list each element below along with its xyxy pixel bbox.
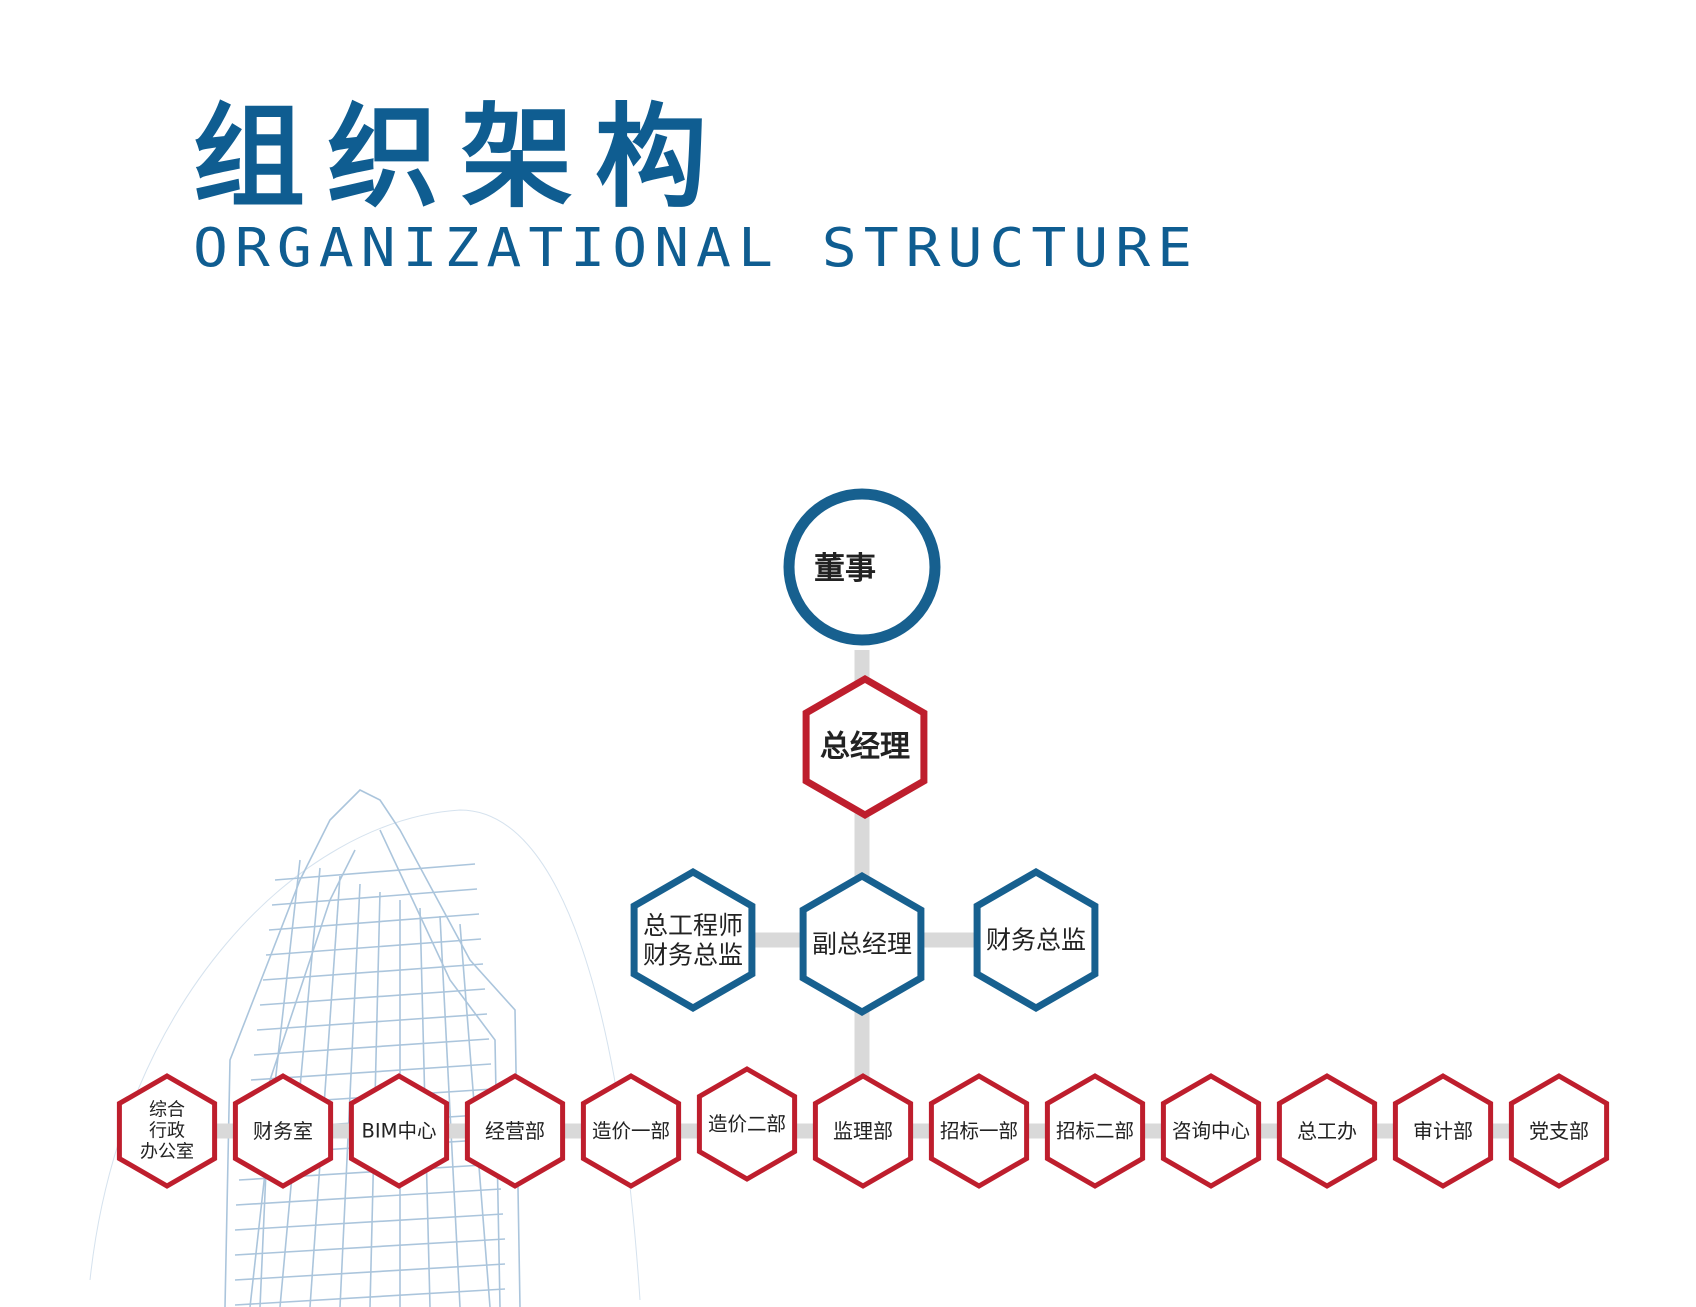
org-node-chairman-label: 董事: [814, 551, 876, 587]
org-node-department: 审计部: [1392, 1073, 1494, 1189]
org-node-department: 招标一部: [928, 1073, 1030, 1189]
org-node-department-hexagon-shape: [116, 1073, 218, 1189]
org-node-department-label: 招标二部: [1056, 1120, 1134, 1143]
org-node-department-hexagon-shape: [1276, 1073, 1378, 1189]
org-node-finance-director-hexagon-shape: [973, 867, 1099, 1013]
org-node-department-label: 监理部: [833, 1119, 893, 1143]
org-node-department-hexagon-shape: [928, 1073, 1030, 1189]
org-node-department-label: 招标一部: [940, 1120, 1018, 1143]
org-node-department: 造价二部: [696, 1066, 798, 1182]
org-node-general-manager: 总经理: [802, 674, 928, 820]
org-node-department-label: 造价二部: [708, 1113, 786, 1136]
org-node-department-hexagon-shape: [696, 1066, 798, 1182]
org-node-department-hexagon-shape: [580, 1073, 682, 1189]
org-node-department-hexagon-shape: [1508, 1073, 1610, 1189]
org-node-department-label: 党支部: [1529, 1119, 1589, 1143]
org-node-department-label: 造价一部: [592, 1120, 670, 1143]
org-node-finance-director-label: 财务总监: [986, 926, 1086, 955]
org-node-general-manager-hexagon-shape: [802, 674, 928, 820]
org-node-department-label: 财务室: [253, 1119, 313, 1143]
org-node-department: 经营部: [464, 1073, 566, 1189]
org-node-department-hexagon-shape: [812, 1073, 914, 1189]
org-node-department-hexagon-shape: [1044, 1073, 1146, 1189]
org-node-deputy-general-manager-hexagon-shape: [799, 871, 925, 1017]
org-node-department-label: 审计部: [1413, 1119, 1473, 1143]
org-node-department-hexagon-shape: [1392, 1073, 1494, 1189]
org-node-finance-director: 财务总监: [973, 867, 1099, 1013]
building-sketch-illustration: [89, 789, 641, 1307]
org-node-department-label: 综合: [149, 1099, 185, 1120]
org-node-department-label: 办公室: [140, 1142, 194, 1163]
org-node-department-label: 经营部: [485, 1119, 545, 1143]
org-node-department-label: 行政: [149, 1121, 185, 1142]
org-node-department: BIM中心: [348, 1073, 450, 1189]
org-node-chief-engineer-label: 财务总监: [643, 940, 743, 969]
org-node-chairman: 董事: [783, 488, 941, 646]
org-node-department-label: 总工办: [1297, 1119, 1357, 1143]
org-node-chairman-circle-shape: [783, 488, 941, 646]
org-node-department: 招标二部: [1044, 1073, 1146, 1189]
page-title-chinese: 组织架构: [193, 93, 729, 223]
org-node-chief-engineer-hexagon-shape: [630, 867, 756, 1013]
org-node-general-manager-label: 总经理: [820, 730, 910, 765]
org-node-department-hexagon-shape: [464, 1073, 566, 1189]
org-node-department-hexagon-shape: [1160, 1073, 1262, 1189]
org-node-department: 咨询中心: [1160, 1073, 1262, 1189]
org-node-department-hexagon-shape: [232, 1073, 334, 1189]
org-node-department: 总工办: [1276, 1073, 1378, 1189]
org-node-department: 监理部: [812, 1073, 914, 1189]
org-node-department: 财务室: [232, 1073, 334, 1189]
org-node-department: 党支部: [1508, 1073, 1610, 1189]
org-node-department-label: BIM中心: [362, 1120, 437, 1143]
org-node-department: 造价一部: [580, 1073, 682, 1189]
org-node-deputy-general-manager-label: 副总经理: [812, 930, 912, 959]
org-node-deputy-general-manager: 副总经理: [799, 871, 925, 1017]
org-node-department-hexagon-shape: [348, 1073, 450, 1189]
org-node-chief-engineer-label: 总工程师: [643, 911, 743, 940]
page-title-english: ORGANIZATIONAL STRUCTURE: [193, 216, 1200, 279]
org-node-department-label: 咨询中心: [1172, 1120, 1250, 1143]
